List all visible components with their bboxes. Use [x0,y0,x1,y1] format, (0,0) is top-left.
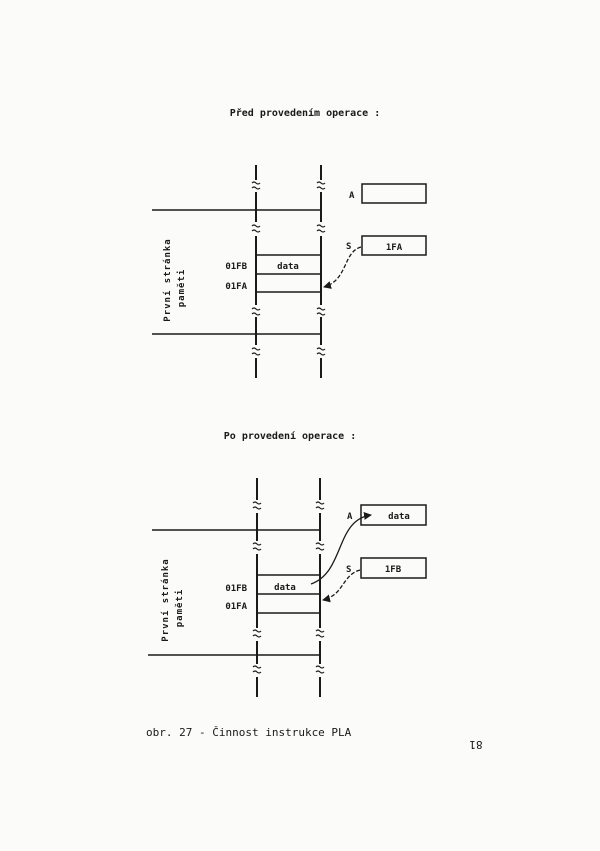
side-label: První stránka paměti [163,238,187,321]
register-s-box [361,235,427,256]
address-label-01fa: 01FA [225,282,247,292]
break-marks [251,181,326,356]
side-label: První stránka paměti [161,558,185,641]
after-title: Po provedení operace : [224,430,356,442]
address-label-01fb: 01FB [225,262,247,272]
figure-caption: obr. 27 - Činnost instrukce PLA [146,726,352,739]
register-a-label: A [349,191,355,201]
stack-pointer-arrow [323,246,362,289]
svg-text:paměti: paměti [174,589,185,628]
memory-cell-value: data [277,262,299,272]
register-a-box [361,183,427,204]
svg-text:První stránka: První stránka [163,238,173,321]
register-a-label: A [347,512,353,522]
svg-text:paměti: paměti [176,269,187,308]
register-s-label: S [346,565,351,575]
register-s-box [360,557,427,579]
memory-cell-value: data [274,583,296,593]
register-a-value: data [388,512,410,522]
diagram-after: Po provedení operace : [148,430,427,697]
address-label-01fb: 01FB [225,584,247,594]
svg-text:První stránka: První stránka [161,558,171,641]
register-a-box [360,504,427,526]
page-number: 81 [469,738,482,751]
address-label-01fa: 01FA [225,602,247,612]
diagram-before: Před provedením operace : [152,107,427,378]
before-title: Před provedením operace : [230,107,381,119]
register-s-value: 1FB [385,565,402,575]
data-transfer-arrow [310,512,372,585]
register-s-value: 1FA [386,243,403,253]
stack-pointer-arrow [322,569,361,603]
register-s-label: S [346,242,351,252]
break-marks [252,501,325,674]
